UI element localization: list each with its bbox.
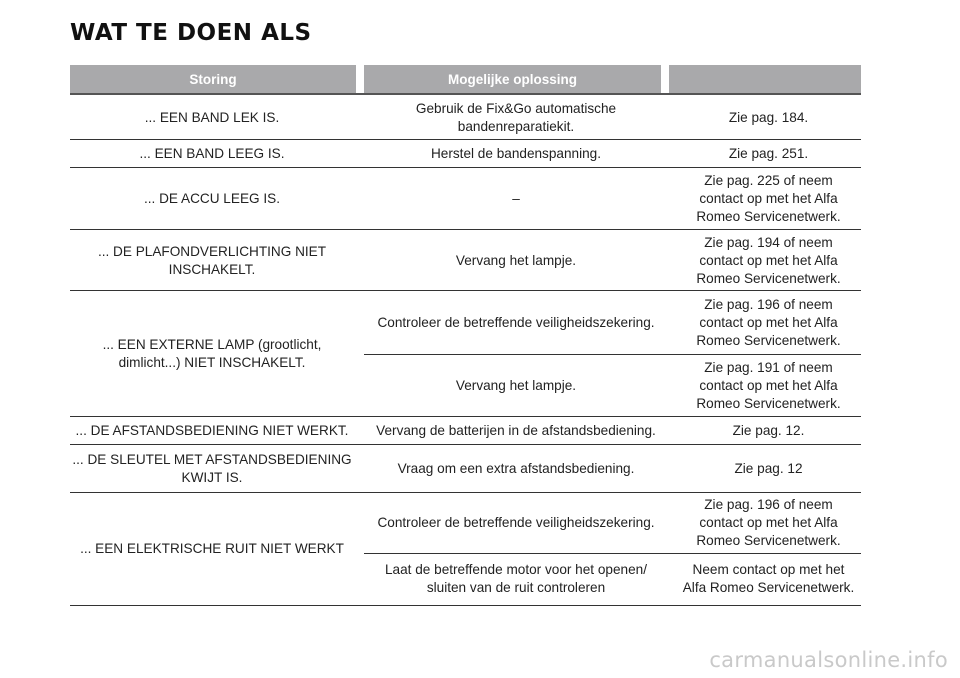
row-reference: Zie pag. 251. [728, 146, 809, 161]
sub-row-divider [364, 354, 861, 355]
header-oplossing: Mogelijke oplossing [364, 65, 661, 93]
row-reference: Neem contact op met het Alfa Romeo Servi… [682, 562, 855, 595]
row-reference: Zie pag. 194 of neem contact op met het … [696, 235, 841, 286]
row-storing: ... DE SLEUTEL MET AFSTANDSBEDIENING KWI… [72, 452, 352, 485]
row-divider [70, 229, 861, 230]
row-reference: Zie pag. 184. [728, 110, 809, 125]
header-reference [669, 65, 861, 93]
row-reference: Zie pag. 191 of neem contact op met het … [696, 360, 841, 411]
row-solution: Gebruik de Fix&Go automatische bandenrep… [415, 101, 617, 134]
row-solution: Herstel de bandenspanning. [430, 146, 602, 161]
row-solution: Vervang de batterijen in de afstandsbedi… [376, 423, 656, 438]
row-solution: – [512, 191, 520, 206]
page-title: WAT TE DOEN ALS [70, 20, 312, 46]
row-storing: ... EEN ELEKTRISCHE RUIT NIET WERKT [80, 541, 344, 556]
row-solution: Vervang het lampje. [455, 378, 577, 393]
row-reference: Zie pag. 196 of neem contact op met het … [696, 497, 841, 548]
row-divider [70, 492, 861, 493]
row-storing: ... EEN BAND LEEG IS. [139, 146, 285, 161]
row-storing: ... EEN BAND LEK IS. [144, 110, 280, 125]
row-reference: Zie pag. 12 [734, 461, 803, 476]
row-storing: ... DE ACCU LEEG IS. [144, 191, 280, 206]
watermark: carmanualsonline.info [709, 648, 948, 672]
row-divider [70, 139, 861, 140]
row-reference: Zie pag. 12. [732, 423, 805, 438]
row-reference: Zie pag. 225 of neem contact op met het … [696, 173, 841, 224]
row-divider [70, 444, 861, 445]
row-storing: ... DE PLAFONDVERLICHTING NIET INSCHAKEL… [97, 244, 327, 277]
header-rule [70, 93, 861, 95]
header-storing: Storing [70, 65, 356, 93]
row-divider [70, 167, 861, 168]
row-solution: Laat de betreffende motor voor het opene… [385, 562, 647, 595]
row-solution: Controleer de betreffende veiligheidszek… [377, 315, 655, 330]
row-solution: Vraag om een extra afstandsbediening. [397, 461, 635, 476]
row-solution: Controleer de betreffende veiligheidszek… [377, 515, 655, 530]
sub-row-divider [364, 553, 861, 554]
row-divider [70, 416, 861, 417]
row-reference: Zie pag. 196 of neem contact op met het … [696, 297, 841, 348]
row-storing: ... EEN EXTERNE LAMP (grootlicht, dimlic… [102, 337, 322, 370]
row-divider [70, 605, 861, 606]
row-divider [70, 290, 861, 291]
row-solution: Vervang het lampje. [455, 253, 577, 268]
row-storing: ... DE AFSTANDSBEDIENING NIET WERKT. [75, 423, 349, 438]
